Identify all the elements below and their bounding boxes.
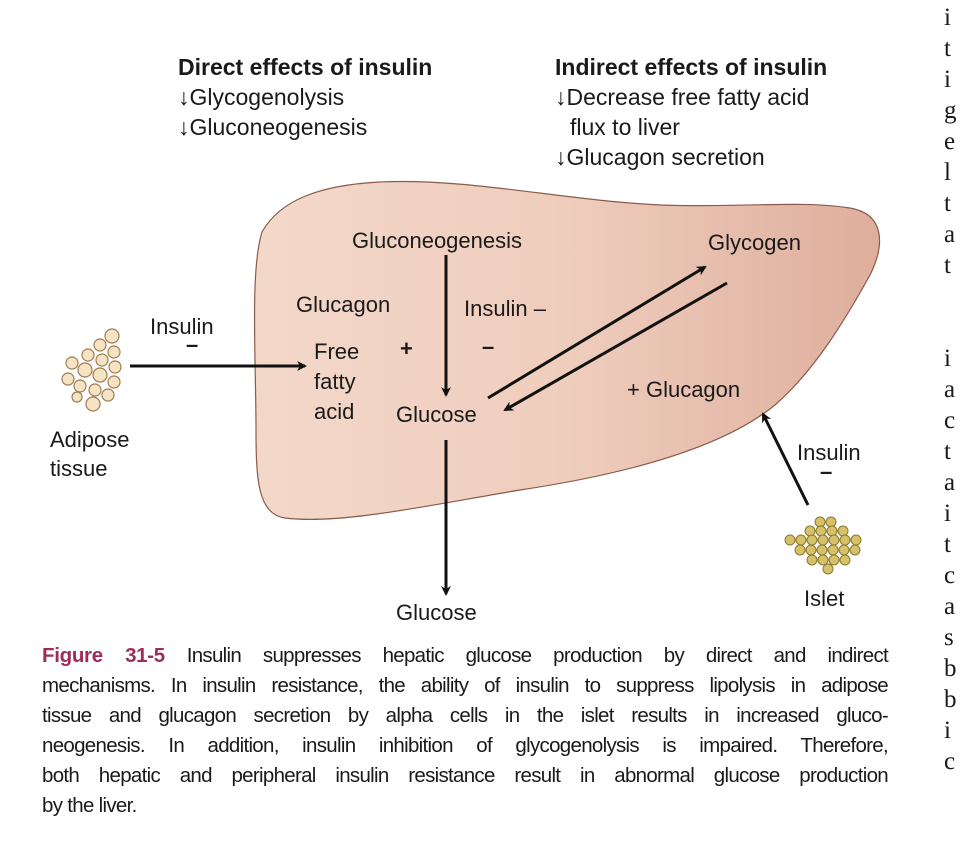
islet-label: Islet: [804, 586, 845, 611]
indirect-effect-item: ↓Glucagon secretion: [555, 144, 765, 170]
text-fragment: a: [944, 221, 956, 248]
text-fragment: t: [944, 35, 951, 62]
minus-sign: –: [482, 334, 495, 359]
free-fatty-acid-label: acid: [314, 399, 355, 424]
caption-line: by the liver.: [42, 794, 137, 817]
text-fragment: i: [944, 4, 951, 31]
free-fatty-acid-label: fatty: [314, 369, 356, 394]
caption-line: mechanisms. In insulin resistance, the a…: [42, 674, 889, 697]
islet-insulin-label: Insulin: [797, 440, 861, 465]
text-fragment: a: [944, 593, 956, 620]
gluconeogenesis-label: Gluconeogenesis: [352, 228, 523, 253]
islet-to-liver-arrow: [761, 412, 810, 506]
text-fragment: i: [944, 345, 951, 372]
plus-sign: +: [400, 336, 413, 361]
adipose-minus-sign: –: [186, 332, 199, 357]
text-fragment: [944, 312, 957, 343]
text-fragment: t: [944, 190, 951, 217]
text-fragment: b: [944, 686, 957, 713]
glucose-output-label: Glucose: [396, 600, 477, 625]
text-fragment: t: [944, 438, 951, 465]
text-fragment: e: [944, 128, 956, 155]
adipose-tissue-label: Adipose: [50, 427, 130, 452]
adipose-insulin-label: Insulin: [150, 314, 214, 339]
text-fragment: [944, 281, 957, 312]
text-fragment: t: [944, 252, 951, 279]
text-fragment: c: [944, 562, 956, 589]
indirect-effects-title: Indirect effects of insulin: [555, 54, 828, 80]
islet-cells-icon: [784, 516, 862, 575]
caption-line: neogenesis. In addition, insulin inhibit…: [42, 734, 889, 757]
figure-caption: Figure 31-5 Insulin suppresses hepatic g…: [42, 641, 889, 821]
glycogen-to-glucose-arrow: [503, 281, 728, 412]
text-fragment: b: [944, 655, 957, 682]
glucagon-label: Glucagon: [296, 292, 391, 317]
text-fragment: l: [944, 159, 951, 186]
text-fragment: a: [944, 469, 956, 496]
text-fragment: c: [944, 407, 956, 434]
text-fragment: c: [944, 748, 956, 775]
free-fatty-acid-label: Free: [314, 339, 360, 364]
indirect-effect-item: ↓Decrease free fatty acid: [555, 84, 810, 110]
text-fragment: i: [944, 66, 951, 93]
text-fragment: t: [944, 531, 951, 558]
text-fragment: s: [944, 624, 954, 651]
glucose-label: Glucose: [396, 402, 477, 427]
insulin-inhibits-label: Insulin –: [464, 296, 546, 321]
adipose-tissue-label: tissue: [50, 456, 108, 481]
text-fragment: i: [944, 500, 951, 527]
direct-effect-item: ↓Gluconeogenesis: [178, 114, 368, 140]
direct-effects-title: Direct effects of insulin: [178, 54, 433, 80]
caption-line: tissue and glucagon secretion by alpha c…: [42, 704, 889, 727]
figure-label: Figure 31-5: [42, 644, 165, 667]
glycogen-label: Glycogen: [708, 230, 801, 255]
text-fragment: a: [944, 376, 956, 403]
caption-line: Insulin suppresses hepatic glucose produ…: [164, 644, 889, 667]
text-fragment: g: [944, 97, 957, 124]
plus-glucagon-label: + Glucagon: [627, 377, 741, 402]
indirect-effect-item: flux to liver: [570, 114, 680, 140]
islet-minus-sign: –: [820, 459, 833, 484]
glucose-to-glycogen-arrow: [487, 265, 707, 400]
text-fragment: i: [944, 717, 951, 744]
direct-effect-item: ↓Glycogenolysis: [178, 84, 345, 110]
caption-line: both hepatic and peripheral insulin resi…: [42, 764, 889, 787]
adipose-cells-icon: [61, 328, 122, 412]
